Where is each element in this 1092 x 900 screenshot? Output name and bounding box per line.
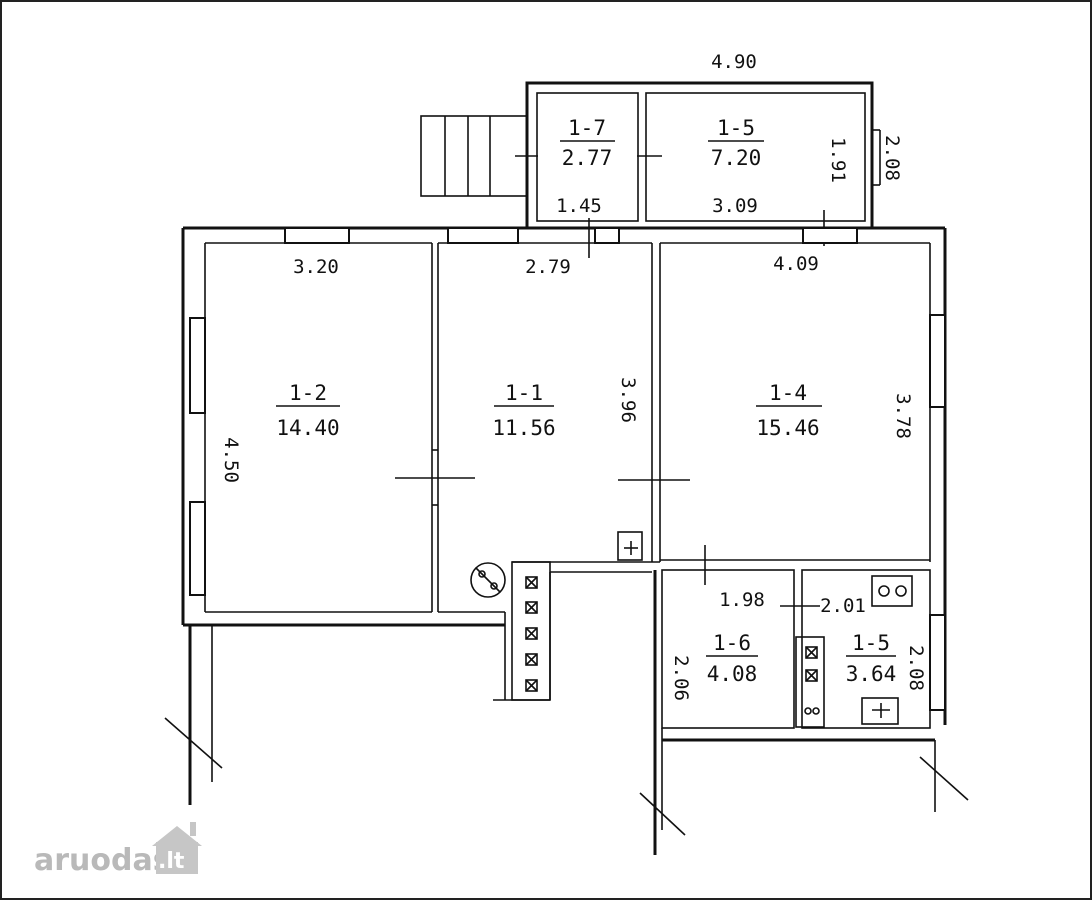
gas-stove <box>871 575 913 607</box>
room-1-6-area: 4.08 <box>707 662 758 686</box>
dim-r15-depth: 1.91 <box>827 137 849 183</box>
watermark-house-icon <box>156 842 198 874</box>
dim-r11-width: 2.79 <box>525 256 571 278</box>
dim-r11-depth: 3.96 <box>617 377 639 423</box>
dim-r17-width: 1.45 <box>556 195 602 217</box>
room-1-7-area: 2.77 <box>562 146 613 170</box>
kitchen-vents <box>795 636 825 728</box>
room-1-2-area: 14.40 <box>276 416 339 440</box>
room-1-2-id: 1-2 <box>289 381 327 405</box>
dim-r14-depth: 3.78 <box>892 393 914 439</box>
stove-vents <box>525 576 538 692</box>
room-1-1-id: 1-1 <box>505 381 543 405</box>
aruodas-watermark: aruodas .lt <box>34 822 202 878</box>
dim-r14-width: 4.09 <box>773 253 819 275</box>
room-1-1-area: 11.56 <box>492 416 555 440</box>
dim-r15-outer: 2.08 <box>881 135 903 181</box>
room-1-4-id: 1-4 <box>769 381 807 405</box>
dim-r16-depth: 2.06 <box>670 655 692 701</box>
room-1-5b-id: 1-5 <box>852 631 890 655</box>
dim-top-total: 4.90 <box>711 51 757 73</box>
room-1-5-area: 7.20 <box>711 146 762 170</box>
room-1-5-id: 1-5 <box>717 116 755 140</box>
dimension-labels: 4.90 1.45 3.09 1.91 2.08 3.20 2.79 4.09 … <box>220 51 927 701</box>
exterior-steps <box>420 115 528 197</box>
dim-r12-depth: 4.50 <box>220 437 242 483</box>
main-walls <box>164 226 969 855</box>
radiator-box <box>617 531 643 561</box>
watermark-tld: .lt <box>158 849 185 874</box>
dim-r15b-width: 2.01 <box>820 595 866 617</box>
watermark-brand: aruodas <box>34 843 171 878</box>
room-1-5b-area: 3.64 <box>846 662 897 686</box>
dim-r12-width: 3.20 <box>293 256 339 278</box>
kitchen-sink <box>861 697 899 725</box>
dim-r15b-depth: 2.08 <box>905 645 927 691</box>
room-1-6-id: 1-6 <box>713 631 751 655</box>
room-1-4-area: 15.46 <box>756 416 819 440</box>
room-labels: 1-7 2.77 1-5 7.20 1-2 14.40 1-1 11.56 1-… <box>276 116 896 686</box>
dim-r16-width: 1.98 <box>719 589 765 611</box>
dim-r15-width: 3.09 <box>712 195 758 217</box>
boiler-symbol <box>470 562 506 598</box>
room-1-7-id: 1-7 <box>568 116 606 140</box>
